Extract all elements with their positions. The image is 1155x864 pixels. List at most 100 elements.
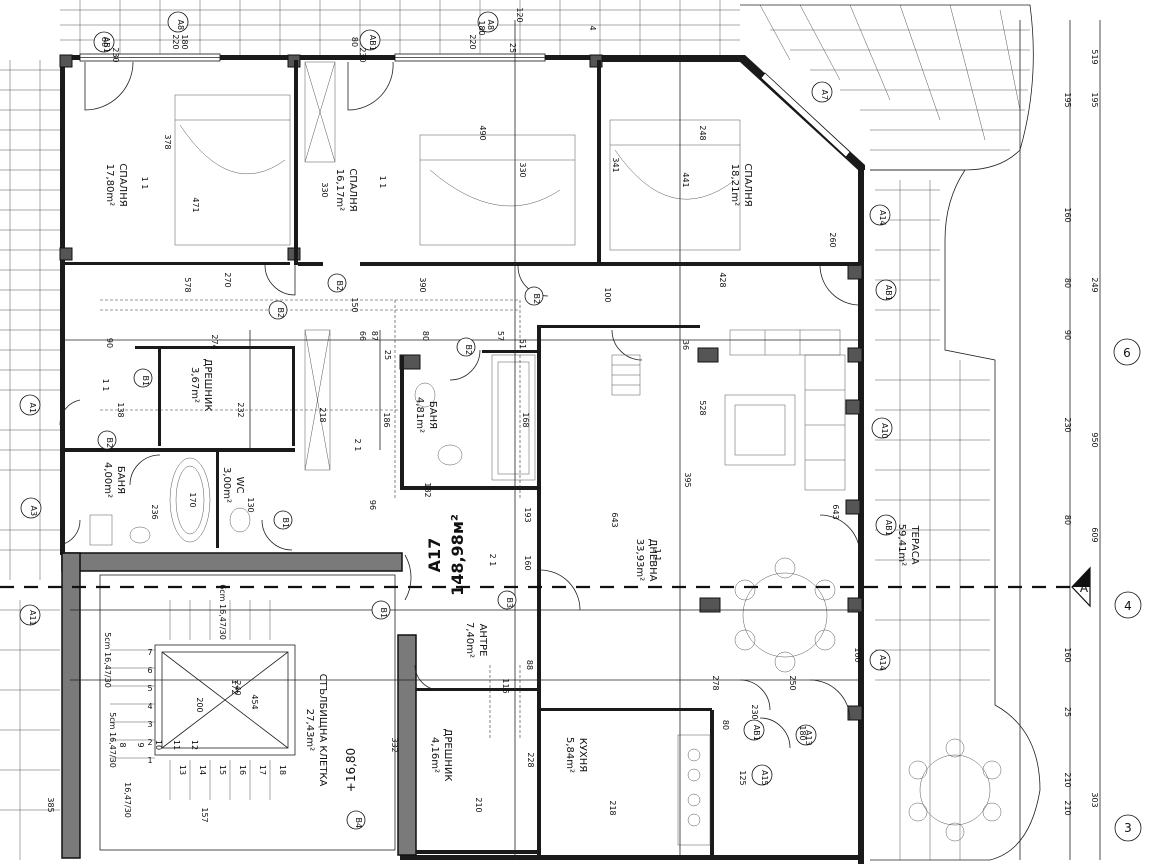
window-tag-6: АВ1 xyxy=(884,285,893,301)
dim-interior-4: 490 xyxy=(478,125,487,140)
room-name-closet2: ДРЕШНИК xyxy=(442,729,453,782)
door-tag-3: В2 xyxy=(464,345,473,356)
dim-interior-17: 80 xyxy=(421,331,430,341)
window-tag-5: А14 xyxy=(878,210,887,226)
stair-step-6: 6 xyxy=(147,666,152,675)
dim-top-9: 25 xyxy=(508,43,517,53)
dim-interior-55: 643 xyxy=(831,504,840,519)
room-name-bath1: БАНЯ xyxy=(427,401,438,429)
misc-label-1: 1 1 xyxy=(140,177,149,190)
stair-step-15: 15 xyxy=(218,765,227,775)
dim-interior-39: 278 xyxy=(711,675,720,690)
dim-interior-24: 186 xyxy=(382,412,391,427)
misc-label-5: 1 1 xyxy=(653,549,662,562)
section-line-a xyxy=(0,566,1091,608)
stair-step-11: 11 xyxy=(172,740,181,750)
dim-right2-5: 303 xyxy=(1090,792,1099,807)
pillars xyxy=(59,54,863,721)
dim-interior-43: 240 xyxy=(233,680,242,695)
room-area-bedroom1: 17,80m² xyxy=(104,164,115,206)
room-name-bedroom1: СПАЛНЯ xyxy=(117,163,128,206)
dim-interior-37: 116 xyxy=(501,678,510,693)
dim-interior-28: 643 xyxy=(610,512,619,527)
window-tag-13: А3 xyxy=(29,506,38,517)
stair-step-2: 2 xyxy=(147,738,152,747)
window-tag-4-ring xyxy=(811,81,833,103)
room-name-terrace: ТЕРАСА xyxy=(909,524,920,564)
room-area-kitchen: 5,84m² xyxy=(564,737,575,773)
stair-step-8: 8 xyxy=(118,742,127,747)
window-tag-8: АВ1 xyxy=(884,520,893,536)
stair-note-0: 5cm 16,47/30 xyxy=(103,632,112,688)
window-tag-1-ring xyxy=(477,11,499,33)
dim-right1-1: 160 xyxy=(1063,207,1072,222)
grid-axis-3: 3 xyxy=(1124,821,1132,835)
dim-interior-29: 236 xyxy=(150,504,159,519)
dim-right2-4: 609 xyxy=(1090,527,1099,542)
dim-interior-51: 125 xyxy=(738,770,747,785)
window-tag-11-ring xyxy=(795,724,817,746)
window-tag-3-ring xyxy=(359,29,381,51)
window-tag-3: АВ1 xyxy=(368,35,377,51)
dim-interior-31: 130 xyxy=(246,497,255,512)
dim-interior-50: 385 xyxy=(46,797,55,812)
top-windows xyxy=(79,53,851,158)
stair-note-1: 5cm 16,47/30 xyxy=(108,712,117,768)
furniture xyxy=(89,61,1002,846)
dim-interior-49: 210 xyxy=(474,797,483,812)
door-tag-1-ring xyxy=(268,300,288,320)
room-area-hall: 7,40m² xyxy=(464,622,475,658)
dim-interior-8: 248 xyxy=(698,125,707,140)
dim-interior-45: 157 xyxy=(200,807,209,822)
dim-interior-56: 270 xyxy=(223,272,232,287)
door-tag-5-ring xyxy=(133,368,153,388)
window-tag-0: А8 xyxy=(176,20,185,31)
stair-step-9: 9 xyxy=(136,742,145,747)
dim-interior-58: 138 xyxy=(116,402,125,417)
staircase xyxy=(99,574,396,851)
door-tag-4: В2 xyxy=(105,438,114,449)
dim-interior-18: 57 xyxy=(496,331,505,341)
room-name-hall: АНТРЕ xyxy=(477,624,488,657)
door-tag-1: В2 xyxy=(276,308,285,319)
dim-interior-48: 218 xyxy=(608,800,617,815)
dim-interior-9: 260 xyxy=(828,232,837,247)
dim-top-8: 120 xyxy=(515,7,524,22)
misc-label-3: 2 1 xyxy=(353,439,362,452)
door-tag-3-ring xyxy=(456,337,476,357)
dim-right1-0: 195 xyxy=(1063,92,1072,107)
dim-interior-2: 578 xyxy=(183,277,192,292)
door-tag-8-ring xyxy=(497,590,517,610)
door-tag-2: В2 xyxy=(532,294,541,305)
window-tag-15-ring xyxy=(19,394,41,416)
dim-interior-30: 170 xyxy=(188,492,197,507)
dim-interior-11: 100 xyxy=(603,287,612,302)
dim-top-7: 80 xyxy=(350,37,359,47)
door-tag-4-ring xyxy=(97,430,117,450)
dim-interior-26: 528 xyxy=(698,400,707,415)
stair-note-2: 6cm 16,47/30 xyxy=(218,584,227,640)
dim-interior-52: 80 xyxy=(721,720,730,730)
dim-interior-3: 330 xyxy=(320,182,329,197)
level-mark: +16,80 xyxy=(344,748,358,792)
dim-interior-25: 218 xyxy=(318,407,327,422)
dim-interior-47: 332 xyxy=(390,737,399,752)
room-name-bedroom3: СПАЛНЯ xyxy=(742,163,753,206)
door-tag-7: В1 xyxy=(379,608,388,619)
room-area-wc: 3,00m² xyxy=(221,467,232,503)
stair-step-18: 18 xyxy=(278,765,287,775)
dim-interior-57: 232 xyxy=(236,402,245,417)
room-area-closet2: 4,16m² xyxy=(429,737,440,773)
stair-step-17: 17 xyxy=(258,765,267,775)
dim-interior-53: 230 xyxy=(750,704,759,719)
window-tag-7-ring xyxy=(871,417,893,439)
dim-interior-42: 172 xyxy=(230,679,239,694)
stair-step-3: 3 xyxy=(147,720,152,729)
dim-interior-5: 330 xyxy=(518,162,527,177)
exterior-hatching xyxy=(0,0,1041,861)
interior-walls xyxy=(61,60,860,860)
apartment-id: A17 xyxy=(425,538,444,573)
dim-top-1: 180 xyxy=(180,34,189,49)
dim-right1-6: 160 xyxy=(1063,647,1072,662)
room-name-living: ДНЕВНА xyxy=(647,539,658,582)
